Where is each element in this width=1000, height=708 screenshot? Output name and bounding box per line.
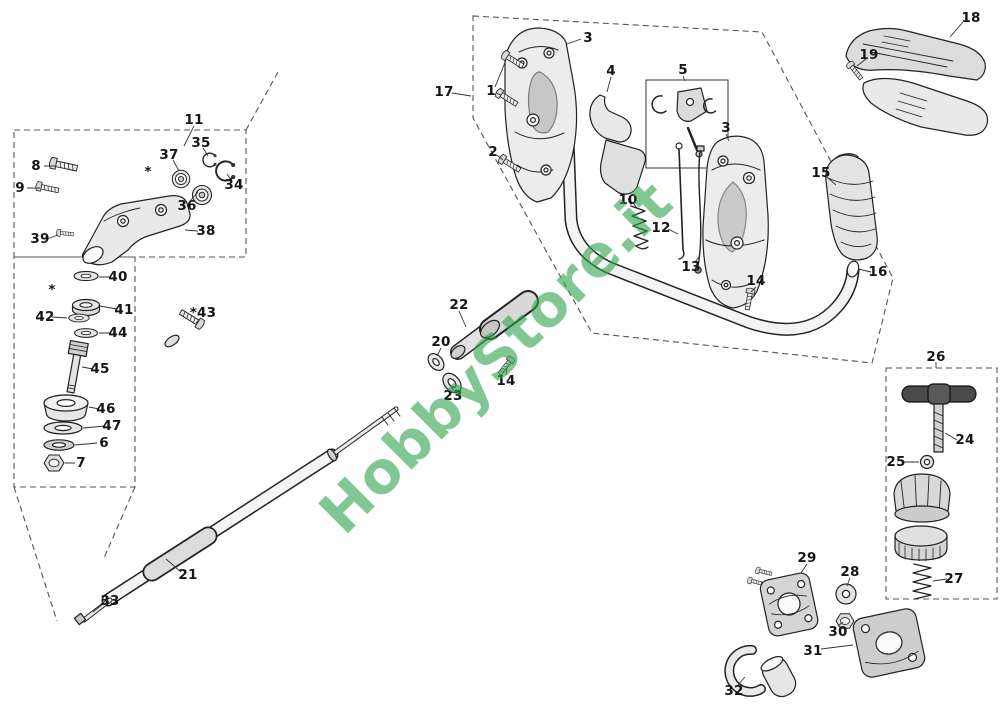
part-label-33: 33 (100, 593, 120, 609)
boundary-diagonal-bottom-right (103, 486, 136, 559)
part-label-14: 14 (496, 373, 516, 389)
part-clamp-body-31 (852, 608, 926, 678)
part-label-36: 36 (177, 198, 197, 214)
part-washer-25 (919, 454, 935, 470)
part-spring-27 (912, 563, 932, 600)
part-bump-knob-24 (901, 383, 977, 453)
part-label-2: 2 (488, 144, 498, 160)
part-label-30: 30 (828, 624, 848, 640)
part-label-24: 24 (955, 432, 975, 448)
part-label-27: 27 (944, 571, 964, 587)
part-label-44: 44 (108, 325, 128, 341)
part-label-47: 47 (102, 418, 122, 434)
part-coupling-group (427, 290, 539, 394)
part-label-19: 19 (859, 47, 879, 63)
part-label-20: 20 (431, 334, 451, 350)
part-gearhead-bracket-38 (81, 195, 191, 266)
part-label-12: 12 (651, 220, 671, 236)
part-label-45: 45 (90, 361, 110, 377)
part-label-18: 18 (961, 10, 981, 26)
part-label-16: 16 (868, 264, 888, 280)
part-label-25: 25 (886, 454, 906, 470)
part-washer-20 (427, 353, 445, 371)
part-label-22: 22 (449, 297, 469, 313)
part-label-star43: *43 (189, 305, 217, 321)
part-lever-kit-5 (645, 79, 729, 169)
part-head-base (894, 525, 948, 562)
part-label-asterisk: * (144, 164, 152, 180)
part-label-42: 42 (35, 309, 55, 325)
part-trigger-4 (589, 94, 647, 195)
part-label-14: 14 (746, 273, 766, 289)
part-label-40: 40 (108, 269, 128, 285)
part-head-cover (893, 473, 951, 523)
part-label-1: 1 (486, 83, 496, 99)
part-label-21: 21 (178, 567, 198, 583)
part-label-23: 23 (443, 388, 463, 404)
part-label-8: 8 (31, 158, 41, 174)
part-label-10: 10 (618, 192, 638, 208)
part-label-3: 3 (721, 120, 731, 136)
part-bearing-cup-46 (43, 394, 89, 422)
part-washer-47 (43, 421, 83, 435)
part-washer-28 (835, 583, 857, 605)
part-fixing-bolt-43 (164, 306, 207, 348)
part-label-29: 29 (797, 550, 817, 566)
part-label-38: 38 (196, 223, 216, 239)
part-rod-12 (675, 142, 685, 260)
part-label-39: 39 (30, 231, 50, 247)
part-label-3: 3 (583, 30, 593, 46)
part-label-9: 9 (15, 180, 25, 196)
part-label-34: 34 (224, 177, 244, 193)
leader-lines (27, 21, 964, 687)
boundary-shaft-parts-box (13, 256, 136, 488)
part-cable-13 (694, 145, 705, 274)
part-label-31: 31 (803, 643, 823, 659)
part-ring-23 (442, 372, 462, 394)
part-label-28: 28 (840, 564, 860, 580)
dashed-boundaries (13, 15, 998, 622)
part-ring-6 (43, 439, 75, 451)
part-sleeve-22 (479, 290, 539, 340)
part-label-46: 46 (96, 401, 116, 417)
part-inner-shaft-33 (73, 597, 113, 626)
part-label-7: 7 (76, 455, 86, 471)
part-label-41: 41 (114, 302, 134, 318)
part-handle-grip-15 (825, 153, 878, 261)
parts-artwork (34, 27, 989, 698)
part-label-asterisk: * (48, 282, 56, 298)
part-label-32: 32 (724, 683, 744, 699)
boundary-diagonal-bottom-left (13, 486, 58, 622)
part-housing-half-3-right (702, 135, 769, 309)
part-drive-shaft-tube-21 (101, 406, 401, 607)
boundary-trimmer-head-box (885, 367, 998, 600)
part-label-5: 5 (678, 62, 688, 78)
part-label-17: 17 (434, 84, 454, 100)
boundary-diagonal-top (245, 71, 279, 131)
part-label-26: 26 (926, 349, 946, 365)
part-sleeve-32 (724, 644, 797, 698)
boundary-handle-group (472, 15, 894, 364)
part-gear-shaft-45 (66, 339, 89, 394)
part-label-11: 11 (184, 112, 204, 128)
part-label-15: 15 (811, 165, 831, 181)
part-label-4: 4 (606, 63, 616, 79)
part-label-6: 6 (99, 435, 109, 451)
part-spring-10 (628, 194, 649, 250)
part-clamp-half-29 (759, 572, 819, 637)
part-top-cover-18 (845, 27, 989, 136)
part-label-13: 13 (681, 259, 701, 275)
part-label-35: 35 (191, 135, 211, 151)
part-label-37: 37 (159, 147, 179, 163)
